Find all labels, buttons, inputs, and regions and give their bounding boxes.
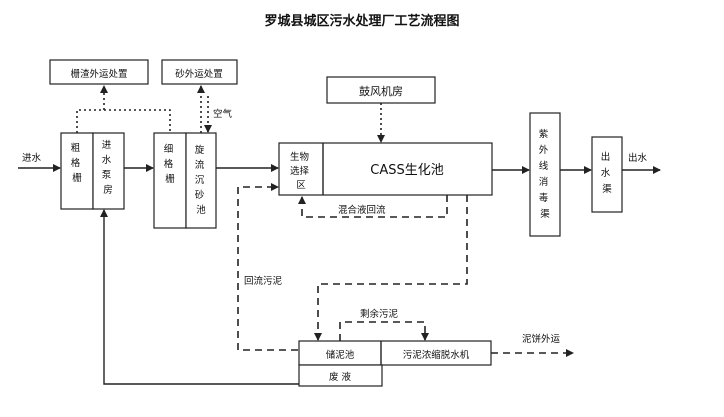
waste-liquid-box — [298, 364, 383, 387]
return-sludge-line — [237, 183, 298, 351]
grit-disposal-label: 砂外运处置 — [175, 68, 223, 80]
blower-room-label: 鼓风机房 — [359, 84, 403, 98]
sludge-treatment-box — [298, 340, 492, 366]
waste-liquid-return-line — [100, 209, 299, 385]
mixed-liquor-return-label: 混合液回流 — [338, 204, 386, 216]
screenings-collect-line — [76, 109, 171, 133]
outlet-channel-label: 出 水 渠 — [601, 151, 614, 195]
grit-chamber-label: 旋 流 沉 砂 池 — [195, 144, 208, 216]
dewatering-label: 污泥浓缩脱水机 — [403, 349, 470, 361]
grit-disposal-box — [161, 59, 238, 85]
screenings-disposal-label: 栅渣外运处置 — [70, 68, 127, 80]
fine-screen-label: 细 格 栅 — [164, 143, 177, 185]
air-label: 空气 — [213, 108, 233, 120]
bio-selector-label: 生物 选择 区 — [290, 151, 312, 191]
uv-disinfection-label: 紫 外 线 消 毒 渠 — [539, 129, 552, 220]
screenings-disposal-box — [49, 59, 149, 85]
inlet-label: 进水 — [22, 152, 42, 164]
return-sludge-label: 回流污泥 — [244, 275, 283, 287]
inlet-pump-room-box — [92, 132, 125, 210]
waste-liquid-label: 废 液 — [329, 371, 352, 383]
cake-disposal-label: 泥饼外运 — [522, 333, 561, 345]
outlet-channel-box — [591, 136, 623, 213]
excess-sludge-line — [339, 321, 429, 341]
sludge-tank-label: 储泥池 — [326, 349, 355, 361]
inlet-pump-room-label: 进 水 泵 房 — [102, 140, 115, 196]
cass-tank-label: CASS生化池 — [370, 163, 443, 178]
diagram-title: 罗城县城区污水处理厂工艺流程图 — [264, 13, 459, 29]
fine-screen-box — [153, 132, 187, 229]
outlet-label: 出水 — [628, 152, 648, 164]
cass-tank-box — [278, 142, 493, 196]
coarse-screen-label: 粗 格 栅 — [71, 142, 84, 184]
excess-sludge-label: 剩余污泥 — [360, 308, 399, 320]
uv-disinfection-box — [529, 112, 561, 237]
sludge-discharge-line — [314, 195, 468, 341]
grit-chamber-box — [185, 132, 217, 229]
